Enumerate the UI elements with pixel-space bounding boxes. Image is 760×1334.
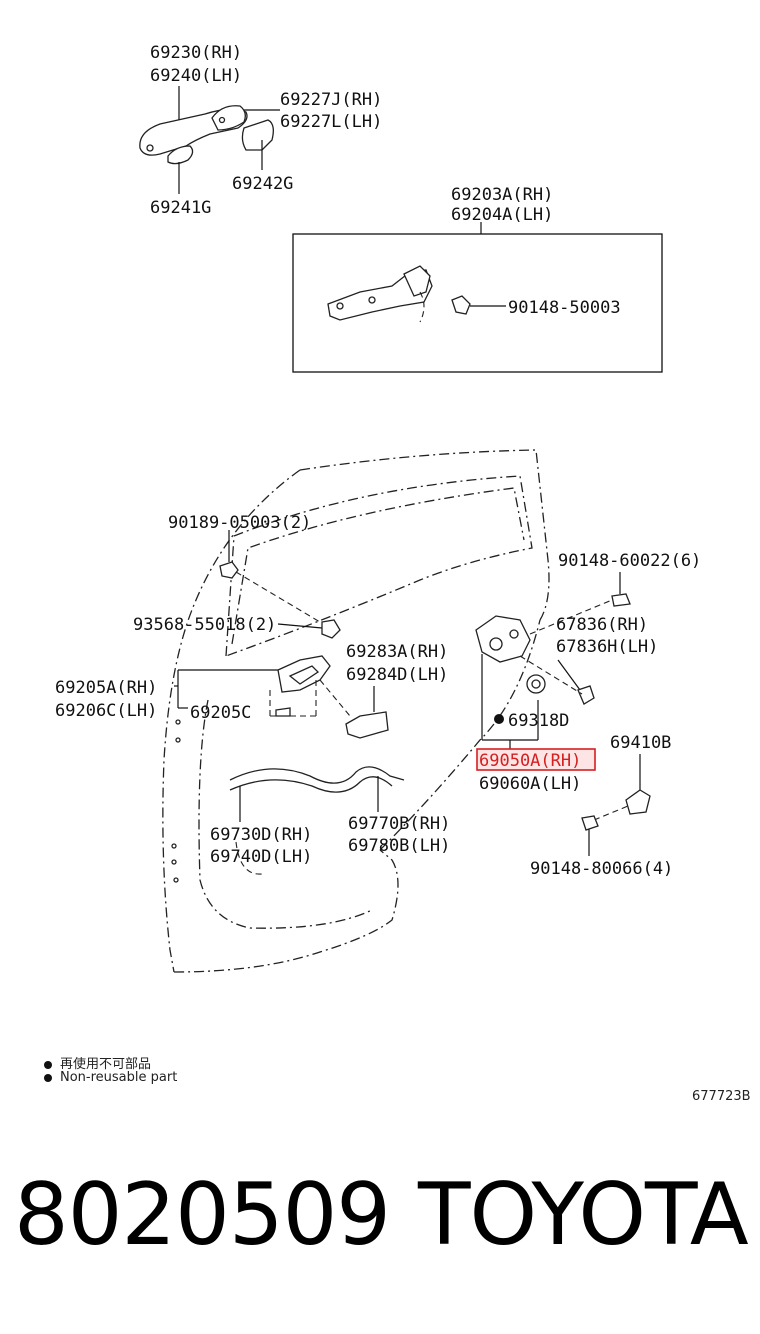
legend-chinese: 再使用不可部品 [44, 1053, 151, 1072]
bezel-69283A-icon [345, 711, 389, 739]
footer-brand: TOYOTA [418, 1165, 749, 1265]
label-67836H: 67836H(LH) [556, 637, 658, 657]
label-69284D: 69284D(LH) [346, 665, 448, 685]
label-69410B: 69410B [610, 733, 671, 753]
label-69730D: 69730D(RH) [210, 825, 312, 845]
highlight-box [476, 748, 596, 771]
seal-69318D-icon [526, 674, 546, 694]
label-69318D: 69318D [508, 711, 569, 731]
label-69050A-highlighted: 69050A(RH) [479, 751, 581, 771]
inside-handle-icon [277, 655, 331, 693]
figure-code: 677723B [692, 1089, 751, 1104]
bolt-90148-50003-icon [451, 295, 471, 315]
label-69227J: 69227J(RH) [280, 90, 382, 110]
label-69060A: 69060A(LH) [479, 774, 581, 794]
label-69283A: 69283A(RH) [346, 642, 448, 662]
label-93568: 93568-55018(2) [133, 615, 276, 635]
screw-69205C-icon [275, 707, 291, 717]
label-69203A: 69203A(RH) [451, 185, 553, 205]
pin-67836-icon [577, 685, 595, 705]
label-69227L: 69227L(LH) [280, 112, 382, 132]
screw-93568-icon [321, 619, 341, 639]
legend-english: Non-reusable part [44, 1070, 177, 1085]
label-69740D: 69740D(LH) [210, 847, 312, 867]
label-69205C: 69205C [190, 703, 251, 723]
label-67836: 67836(RH) [556, 615, 648, 635]
label-69240: 69240(LH) [150, 66, 242, 86]
non-reusable-dot-icon [44, 1060, 52, 1069]
label-90148-80066: 90148-80066(4) [530, 859, 673, 879]
screw-90148-60022-icon [611, 593, 631, 607]
frame-assembly-box [292, 233, 663, 373]
legend-chinese-text: 再使用不可部品 [60, 1057, 152, 1072]
label-69241G: 69241G [150, 198, 211, 218]
label-90189: 90189-05003(2) [168, 513, 311, 533]
striker-69410B-icon [625, 789, 651, 815]
label-69770B: 69770B(RH) [348, 814, 450, 834]
label-90148-60022: 90148-60022(6) [558, 551, 701, 571]
label-69780B: 69780B(LH) [348, 836, 450, 856]
cable-assembly [229, 766, 405, 875]
door-panel-outline [162, 449, 550, 973]
non-reusable-dot-69318D [494, 714, 504, 724]
non-reusable-dot-icon [44, 1073, 52, 1082]
outside-handle-group [139, 105, 274, 165]
label-69242G: 69242G [232, 174, 293, 194]
label-69230: 69230(RH) [150, 43, 242, 63]
door-lock-assembly-icon [475, 615, 531, 663]
screw-90148-80066-icon [581, 815, 599, 831]
footer-part-number: 8020509 [14, 1165, 391, 1265]
label-69206C: 69206C(LH) [55, 701, 157, 721]
legend-english-text: Non-reusable part [60, 1070, 178, 1085]
label-90148-50003: 90148-50003 [508, 298, 621, 318]
label-69205A: 69205A(RH) [55, 678, 157, 698]
outside-handle-frame [327, 265, 433, 323]
label-69204A: 69204A(LH) [451, 205, 553, 225]
clip-90189-icon [219, 561, 239, 579]
